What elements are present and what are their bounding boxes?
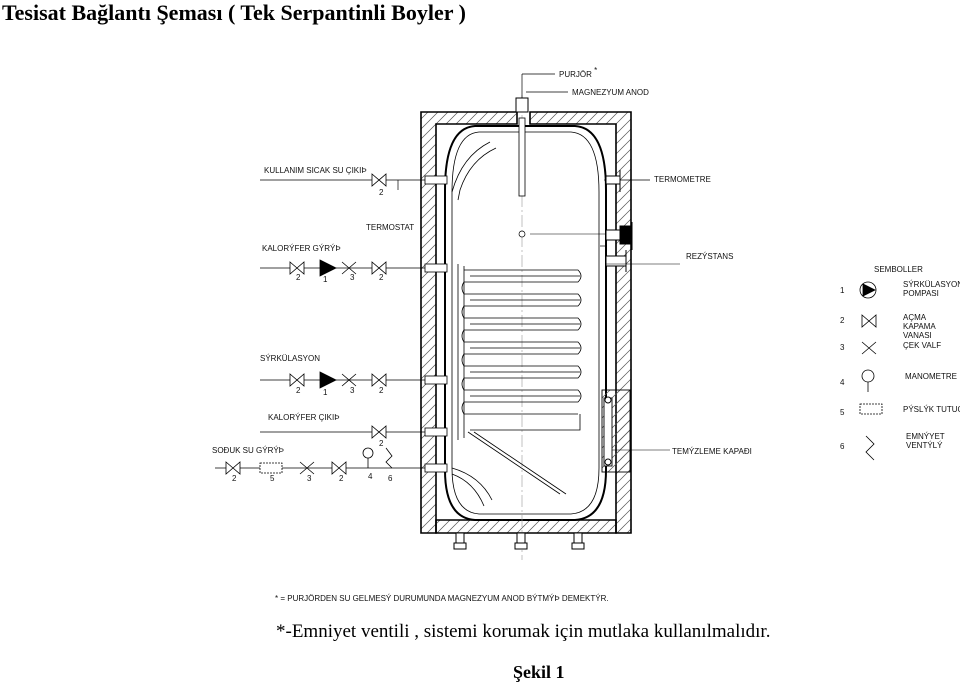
legend-num-4: 4 (840, 378, 845, 387)
check-valve-icon (341, 373, 357, 387)
thermostat-fitting (518, 222, 633, 250)
sirkulasyon-num-3: 3 (350, 386, 355, 395)
gate-valve-icon (289, 261, 305, 275)
support-legs (453, 532, 585, 550)
safety-note: *-Emniyet ventili , sistemi korumak için… (276, 621, 771, 642)
check-valve-icon (299, 461, 315, 475)
strainer-icon (859, 403, 883, 415)
gate-valve-icon (371, 373, 387, 387)
gate-valve-icon (331, 461, 347, 475)
legend-num-3: 3 (840, 343, 845, 352)
check-valve-icon (861, 341, 877, 355)
pump-icon (319, 371, 337, 389)
insulation-jacket (420, 111, 632, 534)
gate-valve-icon (371, 261, 387, 275)
safety-valve-icon (865, 435, 875, 461)
hot-water-pipe (457, 147, 497, 201)
manometer-icon (362, 447, 374, 459)
sirkulasyon-label: SÝRKÜLASYON (260, 354, 321, 363)
figure-caption: Şekil 1 (513, 662, 565, 682)
magnezyum-anod-label: MAGNEZYUM ANOD (572, 88, 649, 97)
cleaning-cover (601, 389, 670, 473)
gate-valve-icon (371, 425, 387, 439)
gate-valve-icon (861, 314, 877, 328)
soguk-su-num-6: 6 (388, 474, 393, 483)
sirkulasyon-num-2: 1 (323, 388, 328, 397)
valve-row-soguk-su (225, 447, 393, 475)
temizleme-kapagi-label: TEMÝZLEME KAPAÐI (672, 447, 752, 456)
legend-symbols (859, 281, 883, 461)
footnote: * = PURJÖRDEN SU GELMESÝ DURUMUNDA MAGNE… (275, 594, 609, 603)
kalorifer-cikis-label: KALORÝFER ÇIKIÞ (268, 413, 340, 422)
kalorifer-giris-num-3: 3 (350, 273, 355, 282)
soguk-su-num-4: 2 (339, 474, 344, 483)
heating-coil (457, 264, 582, 495)
kalorifer-cikis-num: 2 (379, 439, 384, 448)
legend-label-1: SÝRKÜLASYON POMPASI (903, 280, 960, 298)
kalorifer-giris-label: KALORÝFER GÝRÝÞ (262, 244, 341, 253)
kalorifer-giris-num-1: 2 (296, 273, 301, 282)
legend-num-2: 2 (840, 316, 845, 325)
legend-label-3: ÇEK VALF (903, 341, 942, 350)
legend-num-5: 5 (840, 408, 845, 417)
soguk-su-num-2: 5 (270, 474, 275, 483)
legend-label-2: AÇMA KAPAMA VANASI (903, 313, 936, 340)
pump-icon (319, 259, 337, 277)
rezistans-label: REZÝSTANS (686, 252, 734, 261)
legend-title: SEMBOLLER (874, 265, 923, 274)
legend-num-1: 1 (840, 286, 845, 295)
kullanim-sicak-su-label: KULLANIM SICAK SU ÇIKIÞ (264, 166, 367, 175)
valve-row-sirkulasyon (289, 371, 387, 389)
check-valve-icon (341, 261, 357, 275)
soguk-su-num-3: 3 (307, 474, 312, 483)
kalorifer-giris-num-4: 2 (379, 273, 384, 282)
legend-label-5: PÝSLÝK TUTUCU (903, 405, 960, 414)
soguk-su-num-5: 4 (368, 472, 373, 481)
safety-valve-icon (385, 447, 393, 469)
legend-label-6: EMNÝYET VENTÝLÝ (906, 432, 945, 450)
kullanim-valve-num: 2 (379, 188, 384, 197)
heater-fitting (605, 250, 680, 272)
gate-valve-icon (289, 373, 305, 387)
sirkulasyon-num-4: 2 (379, 386, 384, 395)
page-title: Tesisat Bağlantı Şeması ( Tek Serpantinl… (2, 0, 466, 25)
sirkulasyon-num-1: 2 (296, 386, 301, 395)
strainer-icon (259, 462, 283, 474)
magnesium-anode (518, 117, 526, 197)
gate-valve-icon (225, 461, 241, 475)
kalorifer-giris-num-2: 1 (323, 275, 328, 284)
valve-row-kalorifer-giris (289, 259, 387, 277)
soguk-su-num-1: 2 (232, 474, 237, 483)
manometer-icon (861, 369, 875, 383)
termostat-label: TERMOSTAT (366, 223, 415, 232)
purjor-label: PURJÖR * (559, 66, 598, 79)
legend-label-4: MANOMETRE (905, 372, 957, 381)
soguk-su-giris-label: SOÐUK SU GÝRÝÞ (212, 446, 285, 455)
termometre-label: TERMOMETRE (654, 175, 711, 184)
gate-valve-icon (371, 173, 387, 187)
legend-num-6: 6 (840, 442, 845, 451)
purge-fitting (515, 97, 529, 113)
thermometer-fitting (605, 170, 650, 192)
cold-water-pipe (451, 467, 493, 501)
tank-body (444, 125, 607, 521)
